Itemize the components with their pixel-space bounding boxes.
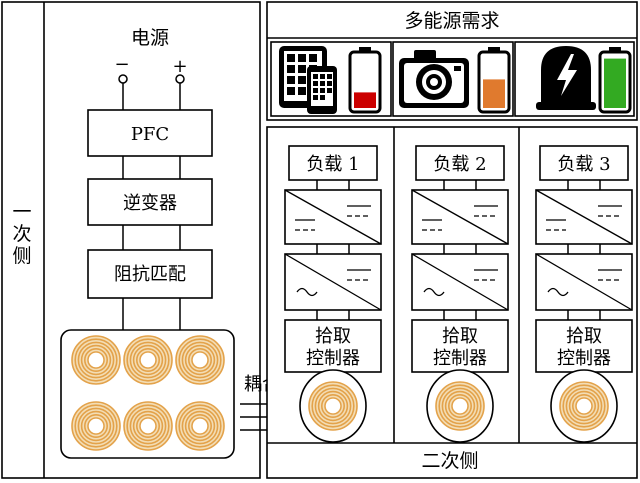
tx-coil-3 [175, 335, 225, 385]
pickup-controller-3 [535, 319, 633, 373]
load-label-1: 负载 1 [306, 154, 359, 175]
tx-coil-4 [71, 401, 121, 451]
plus-terminal [175, 74, 185, 84]
primary-side-char-1: 一 [12, 201, 31, 223]
battery-indicators [348, 47, 632, 114]
load-label-2: 负载 2 [433, 154, 486, 175]
pfc-label: PFC [131, 124, 169, 145]
inverter-block [87, 178, 213, 226]
impedance-match-block [87, 249, 213, 299]
camera-icon [399, 50, 469, 108]
load-box-3 [539, 145, 629, 181]
pickup-controller-line1-1: 拾取 [315, 326, 351, 347]
tx-coil-2 [123, 335, 173, 385]
tx-coil-1 [71, 335, 121, 385]
impedance-match-label: 阻抗匹配 [114, 264, 186, 285]
energy-demand-title: 多能源需求 [404, 10, 499, 32]
battery-icon-1 [348, 47, 382, 114]
pickup-controller-line1-2: 拾取 [442, 326, 478, 347]
acdc-rectifier-1 [284, 253, 382, 311]
load-box-1 [288, 145, 378, 181]
pfc-block [87, 109, 213, 157]
battery-icon-3 [598, 47, 632, 114]
secondary-side-label: 二次侧 [421, 450, 478, 472]
tx-coil-5 [123, 401, 173, 451]
pickup-controller-line2-2: 控制器 [433, 348, 487, 369]
plus-terminal-label: + [172, 56, 187, 77]
transmitter-coils [71, 335, 225, 451]
dcdc-converter-1 [284, 189, 382, 245]
power-bank-icon [536, 46, 596, 110]
load-label-3: 负载 3 [557, 154, 610, 175]
load-box-2 [415, 145, 505, 181]
pickup-controller-2 [411, 319, 509, 373]
rx-coil-1 [308, 381, 358, 431]
inverter-label: 逆变器 [123, 193, 177, 214]
primary-side-char-3: 侧 [12, 245, 31, 267]
pickup-controller-line2-1: 控制器 [306, 348, 360, 369]
pickup-controller-1 [284, 319, 382, 373]
dcdc-converter-3 [535, 189, 633, 245]
acdc-rectifier-2 [411, 253, 509, 311]
pickup-controller-line2-3: 控制器 [557, 348, 611, 369]
tablet-phone-icon [279, 46, 337, 114]
dcdc-converter-2 [411, 189, 509, 245]
pickup-controller-line1-3: 拾取 [566, 326, 602, 347]
minus-terminal [118, 74, 128, 84]
rx-coil-3 [559, 381, 609, 431]
acdc-rectifier-3 [535, 253, 633, 311]
rx-coil-2 [435, 381, 485, 431]
battery-icon-2 [477, 47, 511, 114]
power-source-label: 电源 [131, 27, 169, 49]
primary-side-char-2: 次 [12, 223, 31, 245]
minus-terminal-label: − [114, 54, 129, 75]
tx-coil-6 [175, 401, 225, 451]
